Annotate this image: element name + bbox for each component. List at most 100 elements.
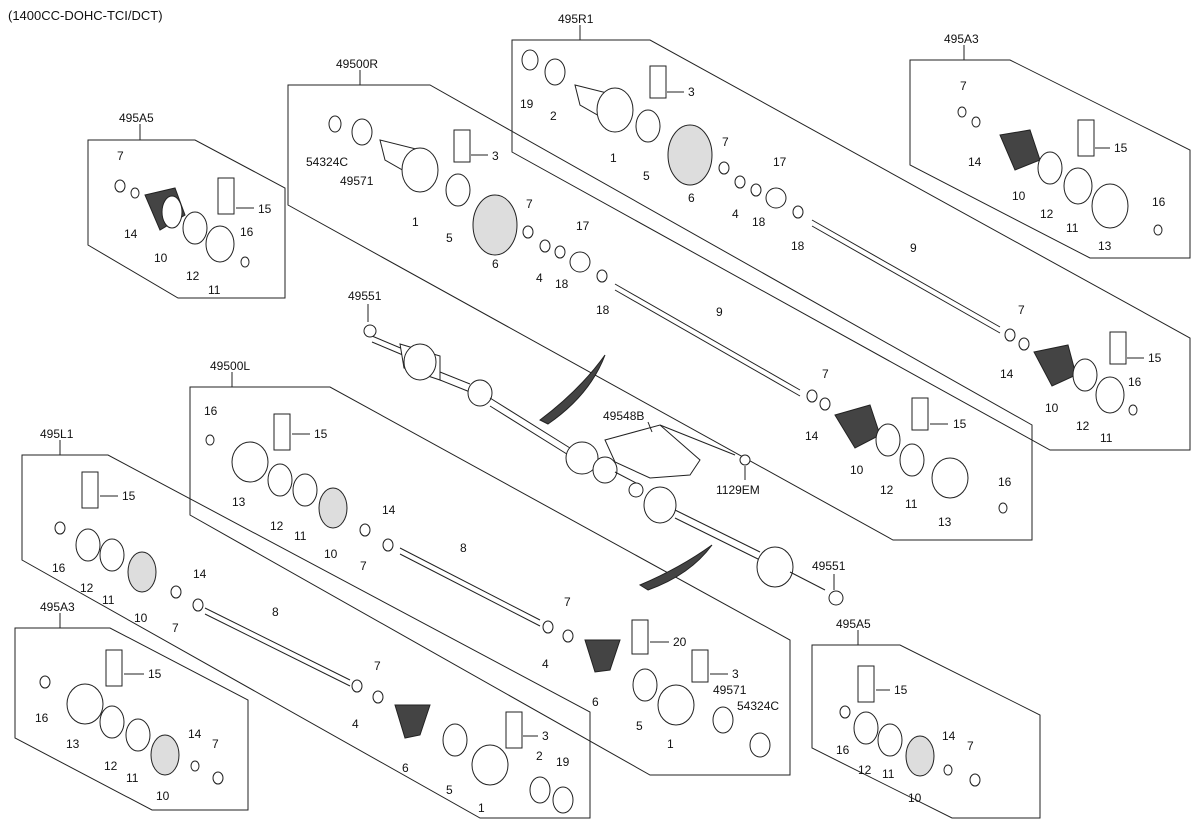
label-r1-2: 2 (550, 109, 557, 123)
label-r1-4: 4 (732, 207, 739, 221)
label-l1-14: 14 (193, 567, 207, 581)
label-l-7b: 7 (564, 595, 571, 609)
label-l-3: 3 (732, 667, 739, 681)
label-l-14: 14 (382, 503, 396, 517)
label-a3b-12: 12 (104, 759, 118, 773)
label-l-7: 7 (360, 559, 367, 573)
label-a3t-10: 10 (1012, 189, 1026, 203)
label-l-4: 4 (542, 657, 549, 671)
group-label-495L1: 495L1 (40, 427, 74, 441)
label-a3t-7: 7 (960, 79, 967, 93)
label-r-7: 7 (526, 197, 533, 211)
label-r-16: 16 (998, 475, 1012, 489)
label-a5t-11: 11 (208, 283, 221, 297)
label-l-6: 6 (592, 695, 599, 709)
label-a3t-16: 16 (1152, 195, 1166, 209)
label-r-15: 15 (953, 417, 967, 431)
label-l1-7: 7 (172, 621, 179, 635)
label-a5t-10: 10 (154, 251, 168, 265)
label-r1-6: 6 (688, 191, 695, 205)
label-l-13: 13 (232, 495, 246, 509)
label-r1-1: 1 (610, 151, 617, 165)
label-l1-4: 4 (352, 717, 359, 731)
label-l-8: 8 (460, 541, 467, 555)
label-r1-17: 17 (773, 155, 787, 169)
label-l-11: 11 (294, 529, 307, 543)
group-label-495R1: 495R1 (558, 12, 594, 26)
label-a5t-7: 7 (117, 149, 124, 163)
label-r1-7: 7 (722, 135, 729, 149)
label-l1-8: 8 (272, 605, 279, 619)
parts-495A3-top (957, 106, 1163, 236)
label-l-49571: 49571 (713, 683, 747, 697)
parts-495A5-top (114, 177, 250, 268)
label-rr-16: 16 (1128, 375, 1142, 389)
label-r-7b: 7 (822, 367, 829, 381)
group-box-495R1 (511, 39, 1191, 451)
label-r-12: 12 (880, 483, 894, 497)
label-a5t-12: 12 (186, 269, 200, 283)
label-r-14: 14 (805, 429, 819, 443)
label-r1-19: 19 (520, 97, 534, 111)
label-l1-2: 2 (536, 749, 543, 763)
parts-495A3-bottom (39, 649, 224, 785)
label-r1-3: 3 (688, 85, 695, 99)
group-box-495A5-bottom (811, 644, 1041, 819)
label-rr-10: 10 (1045, 401, 1059, 415)
group-label-495A5-bottom: 495A5 (836, 617, 871, 631)
label-l1-16: 16 (52, 561, 66, 575)
label-r-5: 5 (446, 231, 453, 245)
label-a5b-16: 16 (836, 743, 850, 757)
group-box-495A3-top (909, 59, 1191, 259)
diagram-header: (1400CC-DOHC-TCI/DCT) (8, 8, 163, 23)
label-l1-19: 19 (556, 755, 570, 769)
label-a3t-15: 15 (1114, 141, 1128, 155)
group-label-49500R: 49500R (336, 57, 378, 71)
label-l1-7b: 7 (374, 659, 381, 673)
label-a5b-7: 7 (967, 739, 974, 753)
label-r-13: 13 (938, 515, 952, 529)
label-49548B: 49548B (603, 409, 644, 423)
parts-495L1 (54, 471, 574, 814)
label-rr-7: 7 (1018, 303, 1025, 317)
label-1129EM: 1129EM (716, 483, 760, 497)
label-l-54324C: 54324C (737, 699, 779, 713)
label-a3b-13: 13 (66, 737, 80, 751)
label-l-15: 15 (314, 427, 328, 441)
label-a3b-10: 10 (156, 789, 170, 803)
group-box-495L1 (21, 454, 591, 819)
label-49551-b: 49551 (812, 559, 846, 573)
label-a3b-14: 14 (188, 727, 202, 741)
label-a5b-10: 10 (908, 791, 922, 805)
label-a3t-12: 12 (1040, 207, 1054, 221)
parts-49500R (328, 115, 1008, 514)
group-box-495A3-bottom (14, 627, 249, 811)
label-a5b-14: 14 (942, 729, 956, 743)
label-a3b-16: 16 (35, 711, 49, 725)
label-l1-3: 3 (542, 729, 549, 743)
label-l-1: 1 (667, 737, 674, 751)
group-label-495A3-top: 495A3 (944, 32, 979, 46)
label-r-18b: 18 (596, 303, 610, 317)
label-l1-6: 6 (402, 761, 409, 775)
parts-495A5-bottom (839, 665, 981, 787)
center-shaft-assembly (363, 324, 844, 606)
label-l-20: 20 (673, 635, 687, 649)
label-l1-1: 1 (478, 801, 485, 815)
label-l-5: 5 (636, 719, 643, 733)
group-label-49500L: 49500L (210, 359, 250, 373)
label-r-3: 3 (492, 149, 499, 163)
label-a5t-15: 15 (258, 202, 272, 216)
label-l1-5: 5 (446, 783, 453, 797)
label-a5b-15: 15 (894, 683, 908, 697)
label-r-4: 4 (536, 271, 543, 285)
label-49551-a: 49551 (348, 289, 382, 303)
callout-labels: 49551 49551 49548B 1129EM 19 2 3 1 5 7 6… (35, 79, 1166, 815)
label-l1-10: 10 (134, 611, 148, 625)
label-rr-11: 11 (1100, 431, 1113, 445)
label-l-10: 10 (324, 547, 338, 561)
label-a3t-14: 14 (968, 155, 982, 169)
group-label-495A5-top: 495A5 (119, 111, 154, 125)
label-a5b-11: 11 (882, 767, 895, 781)
